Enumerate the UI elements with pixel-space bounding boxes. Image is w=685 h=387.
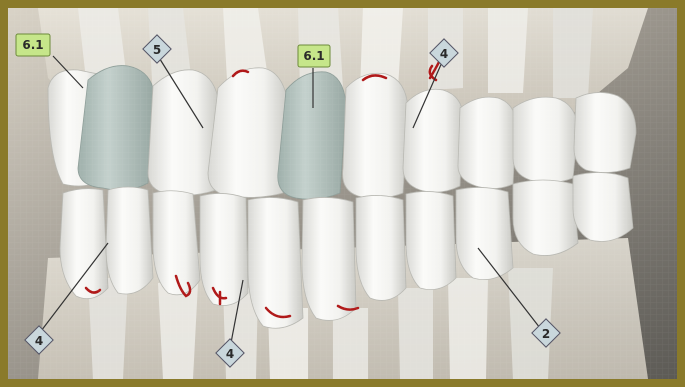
tag-green-center: 6.1 <box>298 45 330 67</box>
tag-diamond-lower-left-text: 4 <box>35 334 43 348</box>
tag-green-center-text: 6.1 <box>303 49 324 63</box>
photo-area: 6.1 6.1 5 4 4 4 <box>8 8 677 379</box>
tag-diamond-lower-right-text: 2 <box>542 327 550 341</box>
tag-diamond-upper-right-text: 4 <box>440 47 448 61</box>
tag-green-left-text: 6.1 <box>22 38 43 52</box>
tag-diamond-upper-left-text: 5 <box>153 43 161 57</box>
dental-photo: 6.1 6.1 5 4 4 4 <box>8 8 677 379</box>
grid-overlay <box>8 8 677 379</box>
tag-diamond-lower-center-text: 4 <box>226 347 234 361</box>
tag-green-left: 6.1 <box>16 34 50 56</box>
